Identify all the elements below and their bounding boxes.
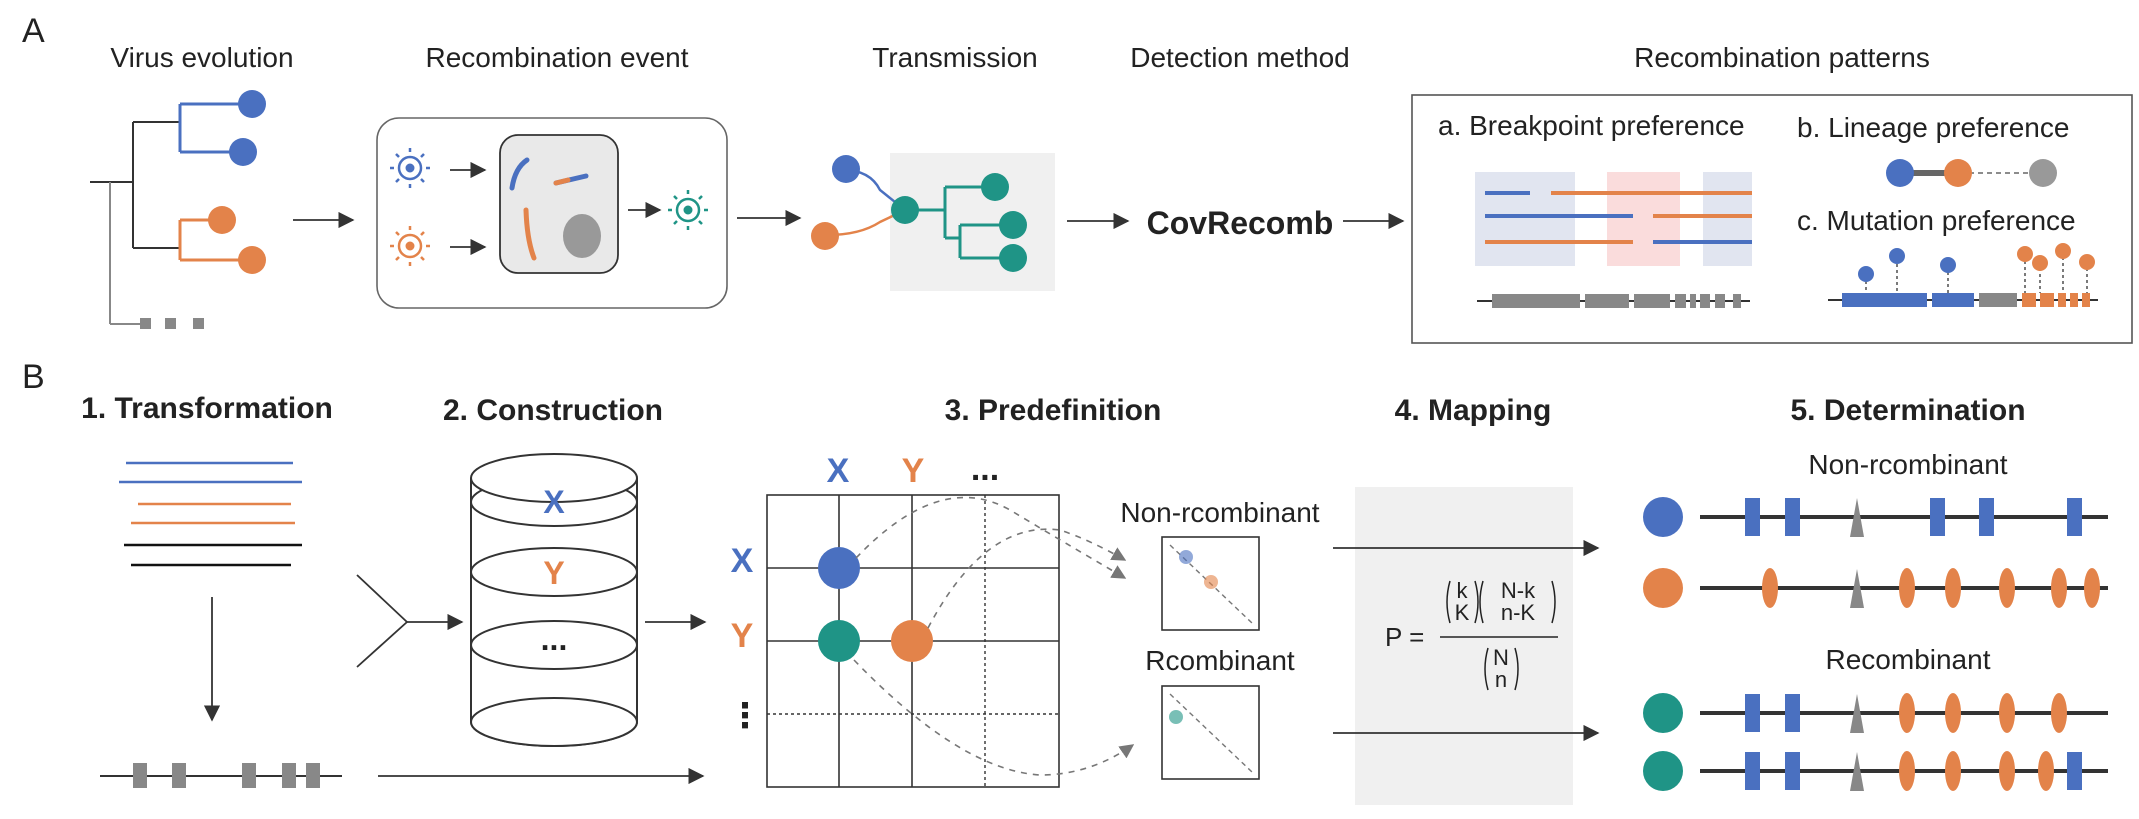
det-track-orange <box>1643 568 2108 608</box>
sequence-lines <box>119 461 302 567</box>
step-construction: 2. Construction <box>443 394 663 427</box>
recombination-patterns-box: a. Breakpoint preference b. Lineage pref… <box>1411 94 2133 344</box>
matrix-row-y: Y <box>731 617 754 655</box>
method-name-covrecomb: CovRecomb <box>1147 205 1334 241</box>
formula-nk-bot: n-K <box>1501 600 1536 625</box>
det-label-rec: Recombinant <box>1826 644 1991 675</box>
host-cell <box>499 134 619 274</box>
step-mapping: 4. Mapping <box>1395 394 1552 427</box>
mini-plot-recombinant <box>1161 685 1260 780</box>
formula-N-top: N <box>1493 645 1509 670</box>
virus-teal-icon <box>668 190 708 230</box>
lineage-matrix: X Y ... X Y ⋮ <box>728 450 1135 788</box>
matrix-cell-xx <box>818 547 860 589</box>
step-determination: 5. Determination <box>1790 394 2025 427</box>
step-predefinition: 3. Predefinition <box>945 394 1162 427</box>
matrix-cell-yx <box>818 620 860 662</box>
db-label-y: Y <box>543 555 564 591</box>
matrix-row-more: ⋮ <box>728 697 762 735</box>
formula-k-top: k <box>1457 578 1469 603</box>
db-label-more: ... <box>541 621 568 657</box>
genome-feature-track <box>100 763 342 788</box>
matrix-col-y: Y <box>902 452 925 490</box>
lineage-node-blue <box>229 138 257 166</box>
virus-blue-icon <box>390 148 430 188</box>
db-label-x: X <box>543 484 565 520</box>
pattern-breakpoint-label: a. Breakpoint preference <box>1438 110 1745 141</box>
mini-label-rec: Rcombinant <box>1145 645 1295 676</box>
matrix-col-more: ... <box>971 450 999 488</box>
det-track-teal-2 <box>1643 751 2108 791</box>
step-transformation: 1. Transformation <box>81 392 333 425</box>
panel-a-letter: A <box>22 12 45 50</box>
det-label-non: Non-rcombinant <box>1808 449 2007 480</box>
transmission-tree <box>811 153 1055 291</box>
formula-p: P = <box>1385 622 1424 652</box>
pattern-lineage-label: b. Lineage preference <box>1797 112 2069 143</box>
det-track-blue <box>1643 497 2108 537</box>
virus-evolution-tree <box>90 90 266 329</box>
title-virus-evolution: Virus evolution <box>110 42 293 73</box>
det-track-teal-1 <box>1643 693 2108 733</box>
lineage-node-orange <box>208 206 236 234</box>
pattern-mutation-label: c. Mutation preference <box>1797 205 2076 236</box>
title-recombination-event: Recombination event <box>425 42 688 73</box>
lineage-database: X Y ... <box>470 453 638 747</box>
mini-plot-non-recombinant <box>1161 536 1260 631</box>
title-detection-method: Detection method <box>1130 42 1349 73</box>
formula-k-bot: K <box>1455 600 1470 625</box>
matrix-row-x: X <box>731 542 754 580</box>
merge-connector <box>356 574 464 668</box>
mapping-formula-box: P = k K N-k n-K N n <box>1355 487 1573 805</box>
formula-nk-top: N-k <box>1501 578 1536 603</box>
matrix-cell-yy <box>891 620 933 662</box>
recombination-event-box <box>376 117 728 309</box>
virus-orange-icon <box>390 226 430 266</box>
mini-label-non: Non-rcombinant <box>1120 497 1319 528</box>
title-recombination-patterns: Recombination patterns <box>1634 42 1930 73</box>
formula-n-bot: n <box>1495 667 1507 692</box>
lineage-node-orange <box>238 246 266 274</box>
title-transmission: Transmission <box>872 42 1037 73</box>
lineage-node-blue <box>238 90 266 118</box>
panel-b-letter: B <box>22 358 45 396</box>
matrix-col-x: X <box>827 452 850 490</box>
